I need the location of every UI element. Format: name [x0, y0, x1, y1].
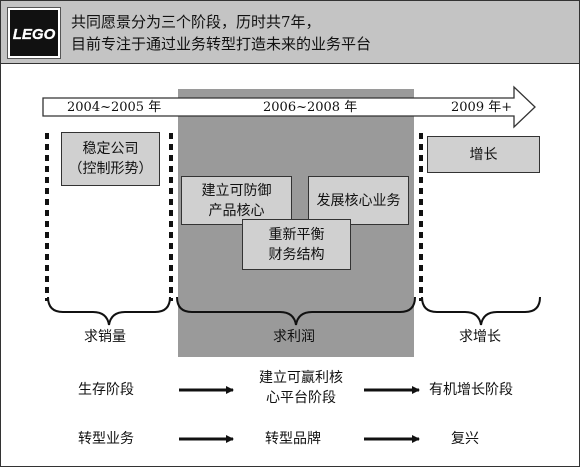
goal-profit: 求利润 [273, 329, 315, 345]
header-bar: LEGO 共同愿景分为三个阶段，历时共7年， 目前专注于通过业务转型打造未来的业… [1, 1, 579, 64]
box-stable-company-line2: （控制形势） [68, 161, 153, 177]
box-growth: 增长 [427, 136, 540, 173]
stage-platform-line1: 建立可赢利核 [259, 370, 343, 386]
box-develop-core: 发展核心业务 [308, 176, 409, 225]
goal-sales: 求销量 [84, 329, 126, 345]
box-defend-core-line2: 产品核心 [208, 202, 265, 219]
timeline-label-2004-2005: 2004~2005 年 [67, 100, 162, 115]
goal-growth: 求增长 [459, 329, 501, 345]
box-defend-core-line1: 建立可防御 [201, 182, 272, 199]
header-line-1: 共同愿景分为三个阶段，历时共7年， [71, 13, 321, 31]
stage-survival: 生存阶段 [78, 382, 134, 398]
stage-platform-line2: 心平台阶段 [266, 390, 336, 406]
box-defend-core: 建立可防御 产品核心 [181, 176, 292, 225]
header-line-2: 目前专注于通过业务转型打造未来的业务平台 [71, 35, 372, 53]
box-stable-company: 稳定公司 （控制形势） [61, 132, 160, 186]
stage-organic: 有机增长阶段 [429, 382, 513, 398]
transform-business: 转型业务 [78, 431, 134, 447]
brace-sales [47, 296, 171, 326]
stage-platform: 建立可赢利核 心平台阶段 [241, 368, 361, 408]
transform-brand: 转型品牌 [265, 431, 321, 447]
transform-revival: 复兴 [451, 431, 479, 447]
lego-logo-text: LEGO [13, 26, 56, 43]
box-rebalance-line2: 财务结构 [268, 246, 325, 263]
timeline-arrow [42, 85, 536, 129]
box-rebalance-line1: 重新平衡 [268, 226, 325, 243]
box-stable-company-line1: 稳定公司 [82, 141, 139, 157]
brace-profit [176, 296, 416, 326]
lego-logo-mark: LEGO [10, 10, 58, 56]
lego-logo: LEGO [7, 7, 61, 59]
brace-growth [421, 296, 541, 326]
timeline-label-2006-2008: 2006~2008 年 [263, 100, 358, 115]
box-develop-core-label: 发展核心业务 [316, 192, 401, 209]
timeline-label-2009: 2009 年+ [451, 100, 513, 115]
box-rebalance: 重新平衡 财务结构 [242, 219, 351, 270]
box-growth-label: 增长 [469, 146, 498, 163]
